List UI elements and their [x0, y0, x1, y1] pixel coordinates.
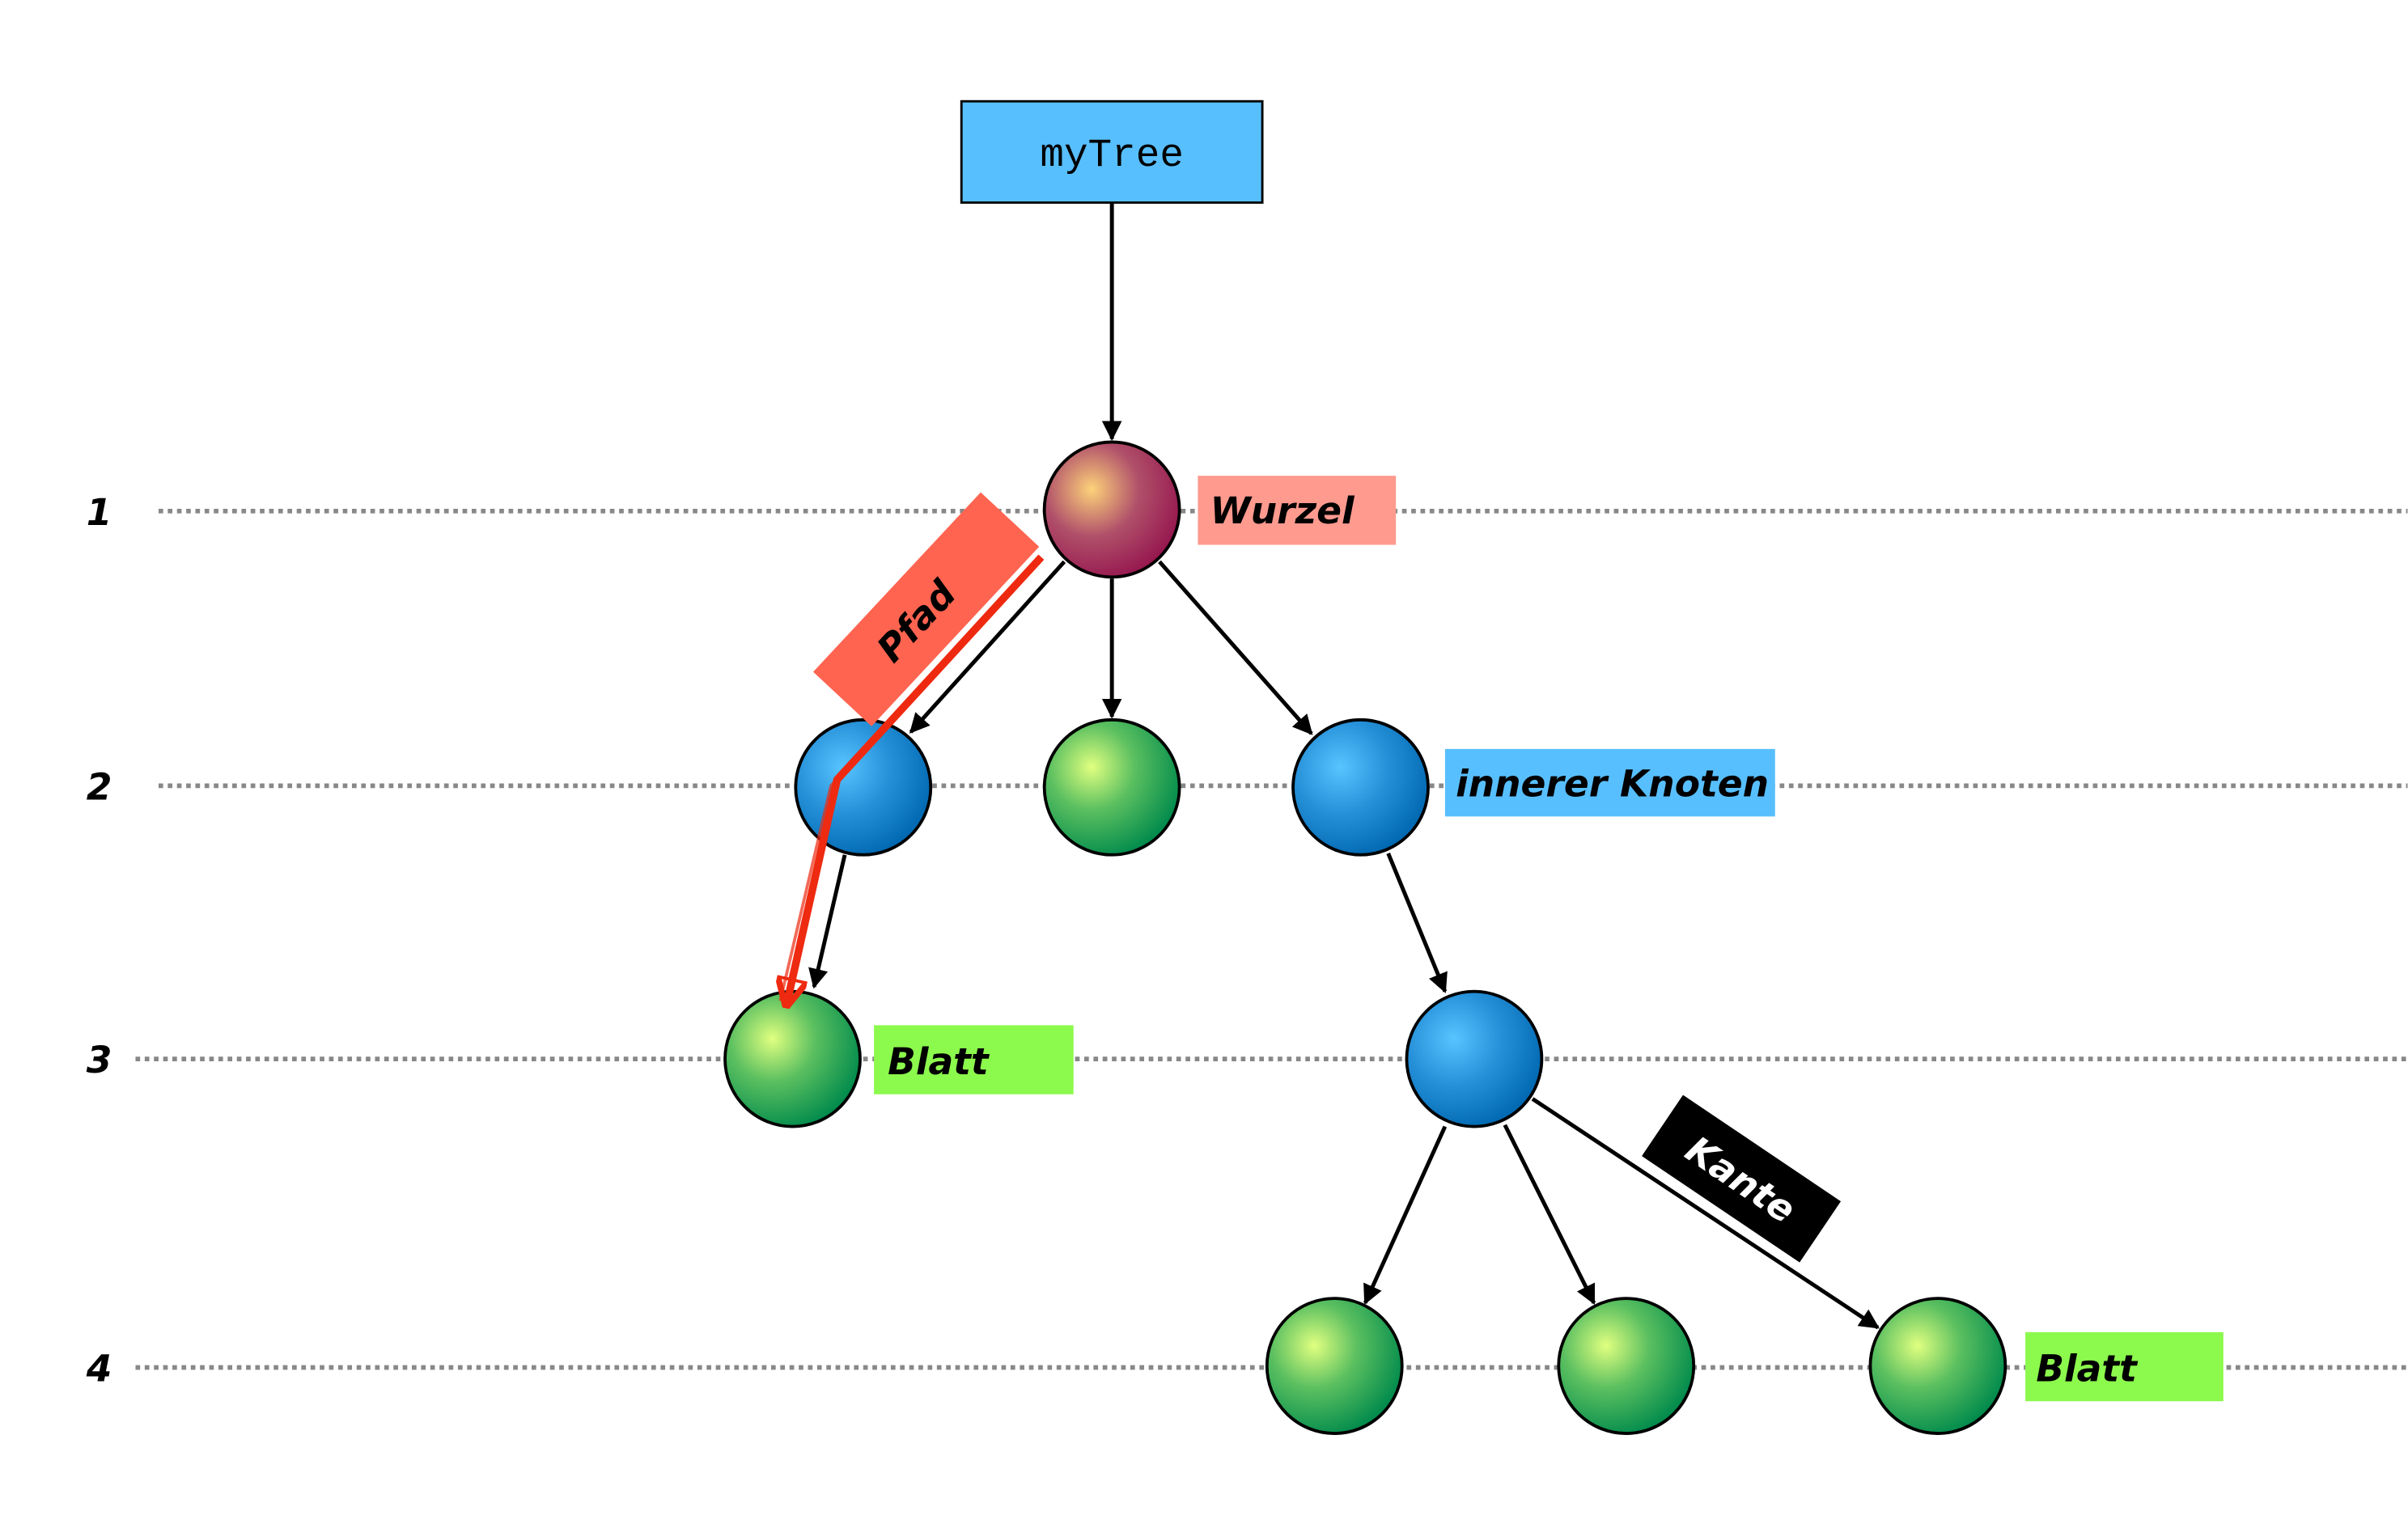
path-label-group: Pfad [812, 492, 1040, 726]
leaf-label-box-left [874, 1025, 1074, 1094]
leaf-node [723, 989, 862, 1128]
leaf-label-right: Blatt [2036, 1348, 2139, 1391]
level-label-4: 4 [86, 1348, 112, 1391]
path-label-box [812, 492, 1040, 726]
leaf-label-left: Blatt [888, 1040, 990, 1083]
root-label-box [1198, 476, 1397, 545]
leaf-node [1868, 1297, 2007, 1435]
leaf-label-box-right [2025, 1331, 2224, 1402]
root-node [1042, 440, 1181, 579]
leaf-node [1557, 1297, 1696, 1435]
edge [909, 560, 1066, 734]
edge-label-box [1642, 1094, 1842, 1263]
edges [808, 202, 1880, 1330]
level-label-1: 1 [87, 491, 112, 534]
level-label-2: 2 [87, 765, 112, 808]
level-lines: 1 2 3 4 [86, 491, 2408, 1391]
edge [1386, 852, 1448, 993]
edge [1503, 1124, 1596, 1305]
edge [1363, 1125, 1448, 1306]
mytree-box [960, 99, 1264, 204]
path-arrow-texture [778, 562, 1037, 1001]
root-label: Wurzel [1210, 489, 1355, 532]
leaf-node [1265, 1297, 1404, 1435]
inner-label-box [1444, 748, 1775, 817]
edge [1158, 560, 1313, 735]
inner-node [1405, 989, 1544, 1128]
inner-label: innerer Knoten [1456, 763, 1769, 806]
level-label-3: 3 [87, 1039, 112, 1082]
inner-node [794, 718, 933, 857]
edge [1531, 1097, 1880, 1330]
inner-node [1291, 718, 1430, 857]
edge [808, 854, 847, 989]
mytree-label: myTree [1040, 133, 1184, 178]
leaf-node [1042, 718, 1181, 857]
